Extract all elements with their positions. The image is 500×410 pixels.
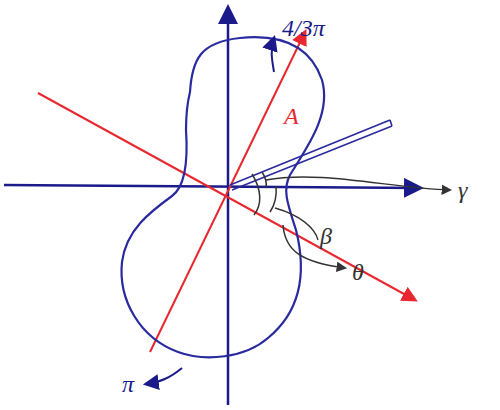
curve	[122, 37, 325, 357]
angle-label: γ	[458, 178, 467, 202]
leader-line	[275, 208, 318, 240]
angle-label: β	[320, 224, 332, 248]
angle-label: 4/3π	[282, 16, 325, 40]
angle-label: θ	[352, 260, 364, 284]
rotation-arrow	[272, 38, 274, 72]
angle-label: π	[122, 372, 134, 396]
rotation-arrow	[146, 368, 182, 384]
point-label: A	[284, 104, 299, 128]
angle-arc	[262, 172, 266, 188]
leader-arrow	[266, 177, 450, 190]
rotated-axis	[38, 93, 415, 300]
rotated-axis	[150, 32, 305, 352]
y-axis	[227, 8, 230, 405]
angle-arc	[252, 174, 260, 215]
